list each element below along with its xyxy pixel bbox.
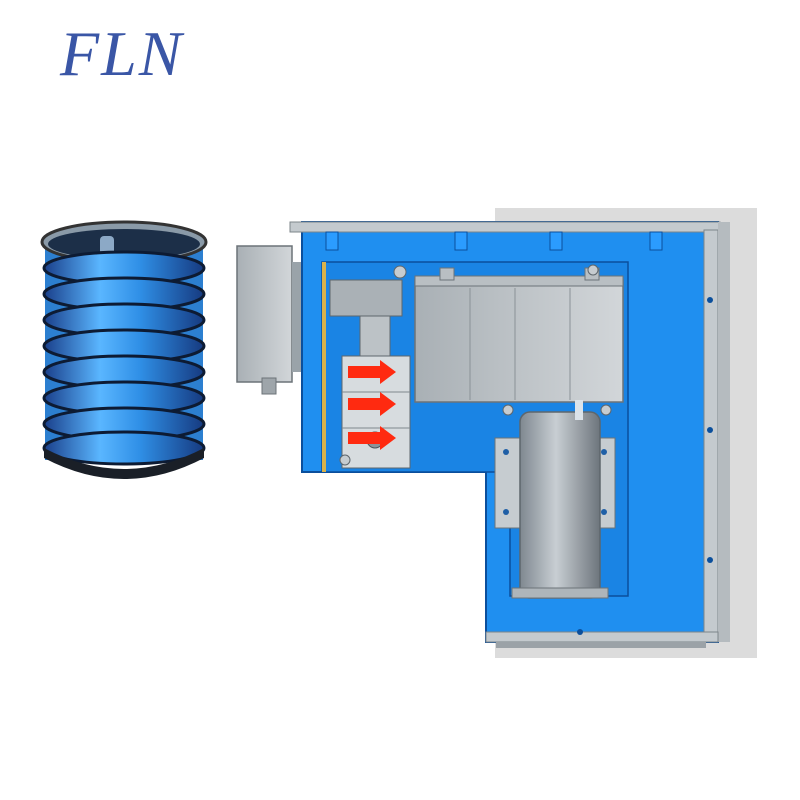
airflow-arrow-icon — [348, 360, 396, 450]
filter-cartridge-icon — [40, 220, 208, 479]
motor-icon — [494, 400, 616, 599]
junction-box — [236, 245, 306, 395]
filter-pleats — [42, 250, 206, 466]
blower-housing — [414, 267, 624, 403]
brand-logo: FLN — [60, 18, 184, 89]
mounting-brackets — [339, 264, 612, 466]
